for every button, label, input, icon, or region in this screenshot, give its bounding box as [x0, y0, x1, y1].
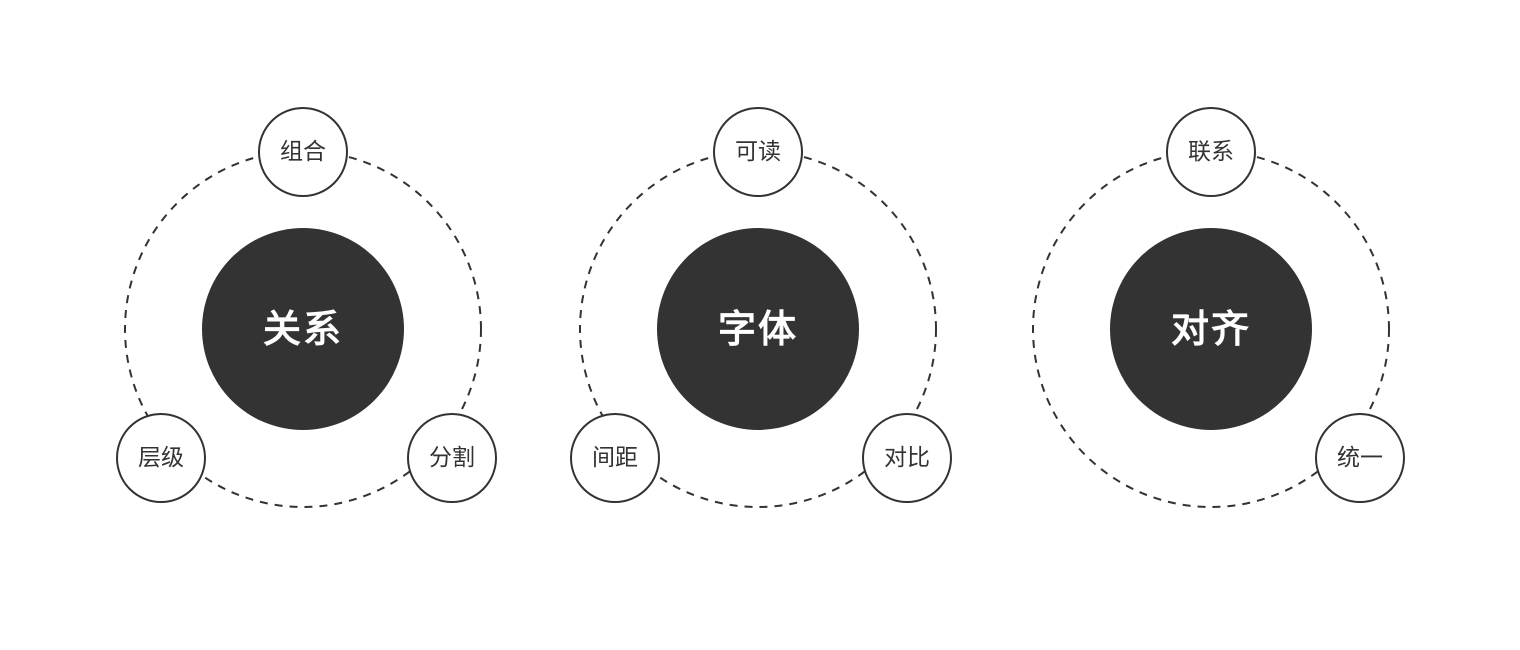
core-label-1: 关系: [262, 307, 343, 351]
node-circle-1-bottom-left[interactable]: 层级: [116, 413, 206, 503]
node-label-1-bottom-left: 层级: [138, 444, 184, 471]
node-circle-2-top[interactable]: 可读: [713, 107, 803, 197]
node-label-2-bottom-right: 对比: [884, 444, 930, 471]
core-circle-1[interactable]: 关系: [202, 228, 404, 430]
core-label-2: 字体: [717, 307, 798, 351]
core-circle-3[interactable]: 对齐: [1110, 228, 1312, 430]
node-circle-3-top[interactable]: 联系: [1166, 107, 1256, 197]
node-circle-1-bottom-right[interactable]: 分割: [407, 413, 497, 503]
node-label-3-bottom-right: 统一: [1337, 444, 1383, 471]
node-circle-1-top[interactable]: 组合: [258, 107, 348, 197]
core-circle-2[interactable]: 字体: [657, 228, 859, 430]
node-label-1-bottom-right: 分割: [429, 444, 475, 471]
node-label-3-top: 联系: [1188, 138, 1234, 165]
node-label-2-top: 可读: [735, 138, 781, 165]
node-circle-3-bottom-right[interactable]: 统一: [1315, 413, 1405, 503]
node-circle-2-bottom-right[interactable]: 对比: [862, 413, 952, 503]
node-label-1-top: 组合: [280, 138, 326, 165]
core-label-3: 对齐: [1170, 307, 1251, 351]
node-label-2-bottom-left: 间距: [592, 444, 638, 471]
node-circle-2-bottom-left[interactable]: 间距: [570, 413, 660, 503]
